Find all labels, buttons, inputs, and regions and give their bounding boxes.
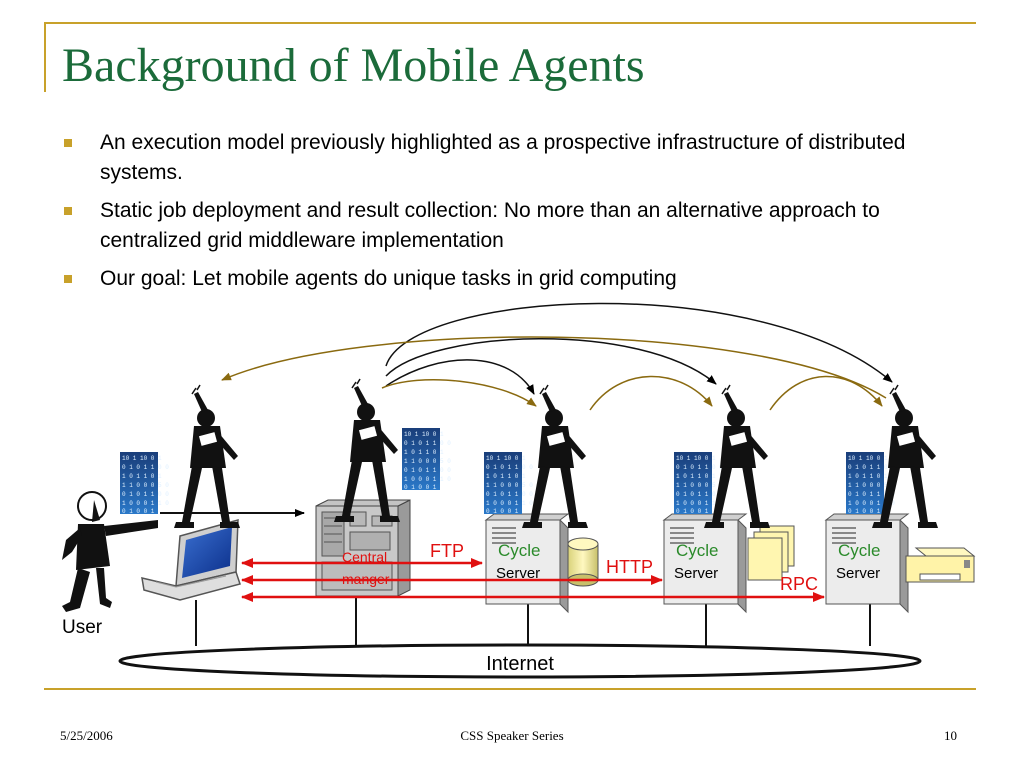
agent-migration-arrow [385,302,893,383]
server-label: Server [836,565,880,582]
bullet-text: Our goal: Let mobile agents do unique ta… [100,267,677,290]
frame-vertical-line [44,22,46,92]
cycle-label: Cycle [498,541,541,560]
binary-data-icon [484,452,534,515]
agent-migration-arrow [385,338,717,385]
bullet-text: Static job deployment and result collect… [100,199,880,252]
internet-label: Internet [486,653,554,675]
page-number: 10 [944,728,957,743]
agent-hop-arrow [381,379,537,407]
bullet-square-icon [64,139,72,147]
footer-title: CSS Speaker Series [460,728,564,743]
agent-hop-arrow [589,375,713,411]
bullet-item: An execution model previously highlighte… [60,128,980,188]
documents-stack-icon [747,525,795,581]
bullet-list: An execution model previously highlighte… [60,128,980,302]
bullet-square-icon [64,207,72,215]
internet-ellipse [118,643,922,679]
rpc-label: RPC [780,574,818,594]
mobile-agent-icon [173,384,241,529]
binary-data-icon [402,428,452,491]
server-label: Server [674,565,718,582]
ftp-label: FTP [430,541,464,561]
user-figure [62,491,158,612]
user-label: User [62,617,103,638]
footer-divider [44,688,976,690]
printer-icon [905,547,976,583]
cycle-server-3-icon [825,513,909,613]
agent-hop-arrow [769,375,883,411]
cycle-label: Cycle [676,541,719,560]
footer-date: 5/25/2006 [60,728,113,743]
binary-data-icon [120,452,170,515]
laptop-icon [141,519,241,601]
slide-title: Background of Mobile Agents [62,39,645,92]
frame-top-line [44,22,976,24]
bullet-item: Static job deployment and result collect… [60,196,980,256]
agent-migration-arrow [385,359,535,395]
bullet-text: An execution model previously highlighte… [100,131,906,184]
bullet-square-icon [64,275,72,283]
agent-return-arrow [221,336,887,399]
bullet-item: Our goal: Let mobile agents do unique ta… [60,264,980,294]
http-label: HTTP [606,557,653,577]
cycle-label: Cycle [838,541,881,560]
